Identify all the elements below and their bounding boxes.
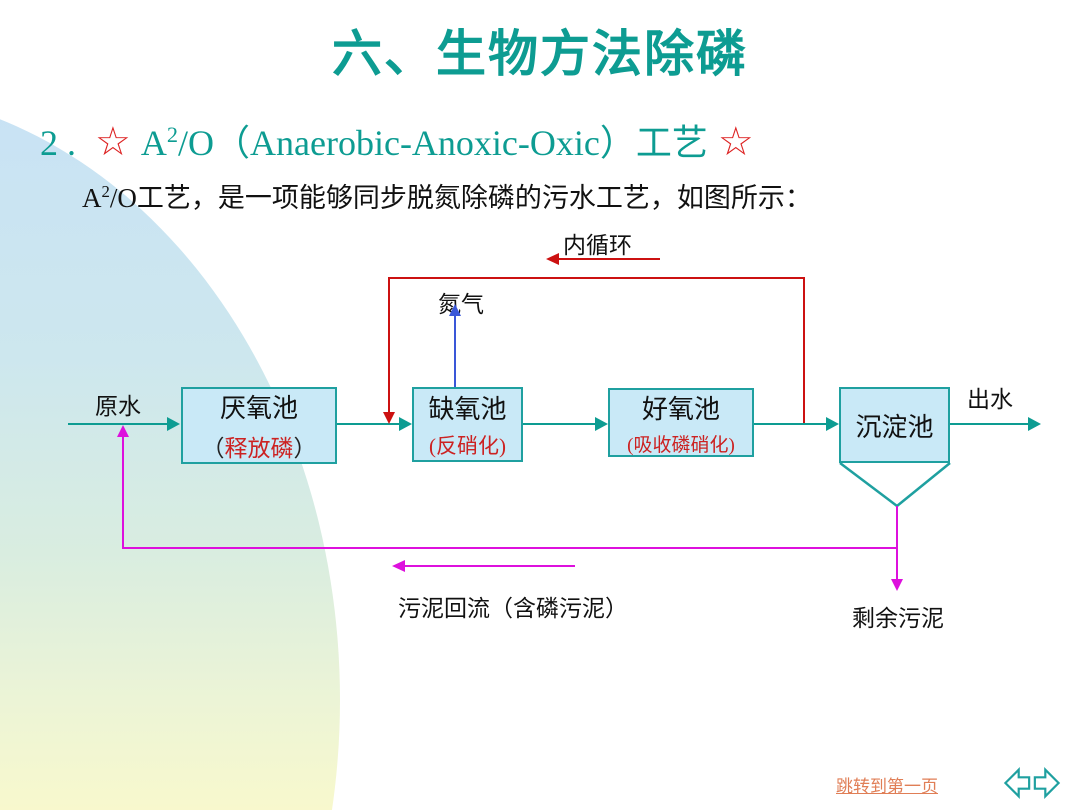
nitrogen-gas-label: 氮气 bbox=[438, 292, 484, 317]
excess-sludge-line bbox=[896, 506, 898, 580]
anaerobic-tank-name: 厌氧池 bbox=[219, 394, 298, 423]
excess-sludge-down-arrowhead bbox=[891, 579, 903, 591]
oxic-tank-note: (吸收磷硝化) bbox=[627, 434, 735, 456]
settling-tank: 沉淀池 bbox=[839, 387, 950, 463]
anoxic-to-oxic-arrowhead bbox=[595, 417, 608, 431]
recycle-right-line bbox=[803, 277, 805, 423]
anaerobic-to-anoxic-arrowhead bbox=[399, 417, 412, 431]
note-paren: （ bbox=[201, 436, 225, 461]
oxic-to-settling-line bbox=[754, 423, 826, 425]
influent-arrowhead bbox=[167, 417, 180, 431]
inner-loop-label: 内循环 bbox=[563, 233, 632, 258]
recycle-down-arrowhead bbox=[383, 412, 395, 424]
anaerobic-to-anoxic-line bbox=[337, 423, 400, 425]
sludge-return-left-line bbox=[122, 436, 124, 549]
star-icon: ☆ bbox=[95, 119, 131, 164]
section-heading: 2 . ☆A2/O（Anaerobic-Anoxic-Oxic）工艺☆ bbox=[40, 114, 764, 166]
sludge-direction-line bbox=[403, 565, 575, 567]
anoxic-to-oxic-line bbox=[523, 423, 595, 425]
page-title: 六、生物方法除磷 bbox=[332, 26, 748, 82]
anaerobic-tank: 厌氧池 （释放磷） bbox=[181, 387, 337, 464]
body-text-post: /O工艺，是一项能够同步脱氮除磷的污水工艺，如图所示： bbox=[109, 183, 812, 213]
sludge-return-label: 污泥回流（含磷污泥） bbox=[398, 596, 628, 621]
inner-loop-arrow-line bbox=[557, 258, 660, 260]
page-nav-icons bbox=[1003, 767, 1061, 799]
oxic-to-settling-arrowhead bbox=[826, 417, 839, 431]
influent-label: 原水 bbox=[95, 394, 141, 419]
influent-line bbox=[68, 423, 168, 425]
heading-number: 2 . bbox=[40, 123, 85, 163]
sludge-return-up-arrowhead bbox=[117, 425, 129, 437]
excess-sludge-label: 剩余污泥 bbox=[852, 606, 944, 631]
inner-loop-arrowhead bbox=[546, 253, 559, 265]
effluent-label: 出水 bbox=[967, 387, 1013, 412]
oxic-tank: 好氧池 (吸收磷硝化) bbox=[608, 388, 754, 457]
note-text: 释放磷 bbox=[224, 436, 294, 461]
anoxic-tank-note: (反硝化) bbox=[429, 434, 506, 458]
prev-page-arrow-icon[interactable] bbox=[1003, 767, 1031, 799]
note-paren: ） bbox=[293, 436, 317, 461]
anoxic-tank: 缺氧池 (反硝化) bbox=[412, 387, 523, 462]
nitrogen-up-arrowhead bbox=[449, 304, 461, 316]
anaerobic-tank-note: （释放磷） bbox=[202, 429, 317, 463]
anoxic-tank-name: 缺氧池 bbox=[428, 395, 507, 424]
settling-tank-name: 沉淀池 bbox=[855, 412, 934, 442]
heading-text-post: /O（Anaerobic-Anoxic-Oxic）工艺 bbox=[178, 123, 708, 163]
settling-tank-funnel bbox=[839, 462, 951, 508]
sludge-direction-arrowhead bbox=[392, 560, 405, 572]
body-sentence: A2/O工艺，是一项能够同步脱氮除磷的污水工艺，如图所示： bbox=[82, 176, 812, 215]
nitrogen-line bbox=[454, 315, 456, 387]
effluent-line bbox=[950, 423, 1028, 425]
recycle-top-line bbox=[388, 277, 805, 279]
recycle-left-line bbox=[388, 277, 390, 413]
heading-text-pre: A bbox=[140, 123, 167, 163]
next-page-arrow-icon[interactable] bbox=[1033, 767, 1061, 799]
effluent-arrowhead bbox=[1028, 417, 1041, 431]
star-icon: ☆ bbox=[717, 119, 754, 164]
sludge-return-bottom-line bbox=[122, 547, 898, 549]
jump-to-first-page-link[interactable]: 跳转到第一页 bbox=[836, 777, 938, 796]
heading-superscript: 2 bbox=[166, 122, 179, 147]
body-text-pre: A bbox=[82, 183, 102, 213]
body-superscript: 2 bbox=[101, 182, 110, 201]
oxic-tank-name: 好氧池 bbox=[641, 394, 720, 424]
